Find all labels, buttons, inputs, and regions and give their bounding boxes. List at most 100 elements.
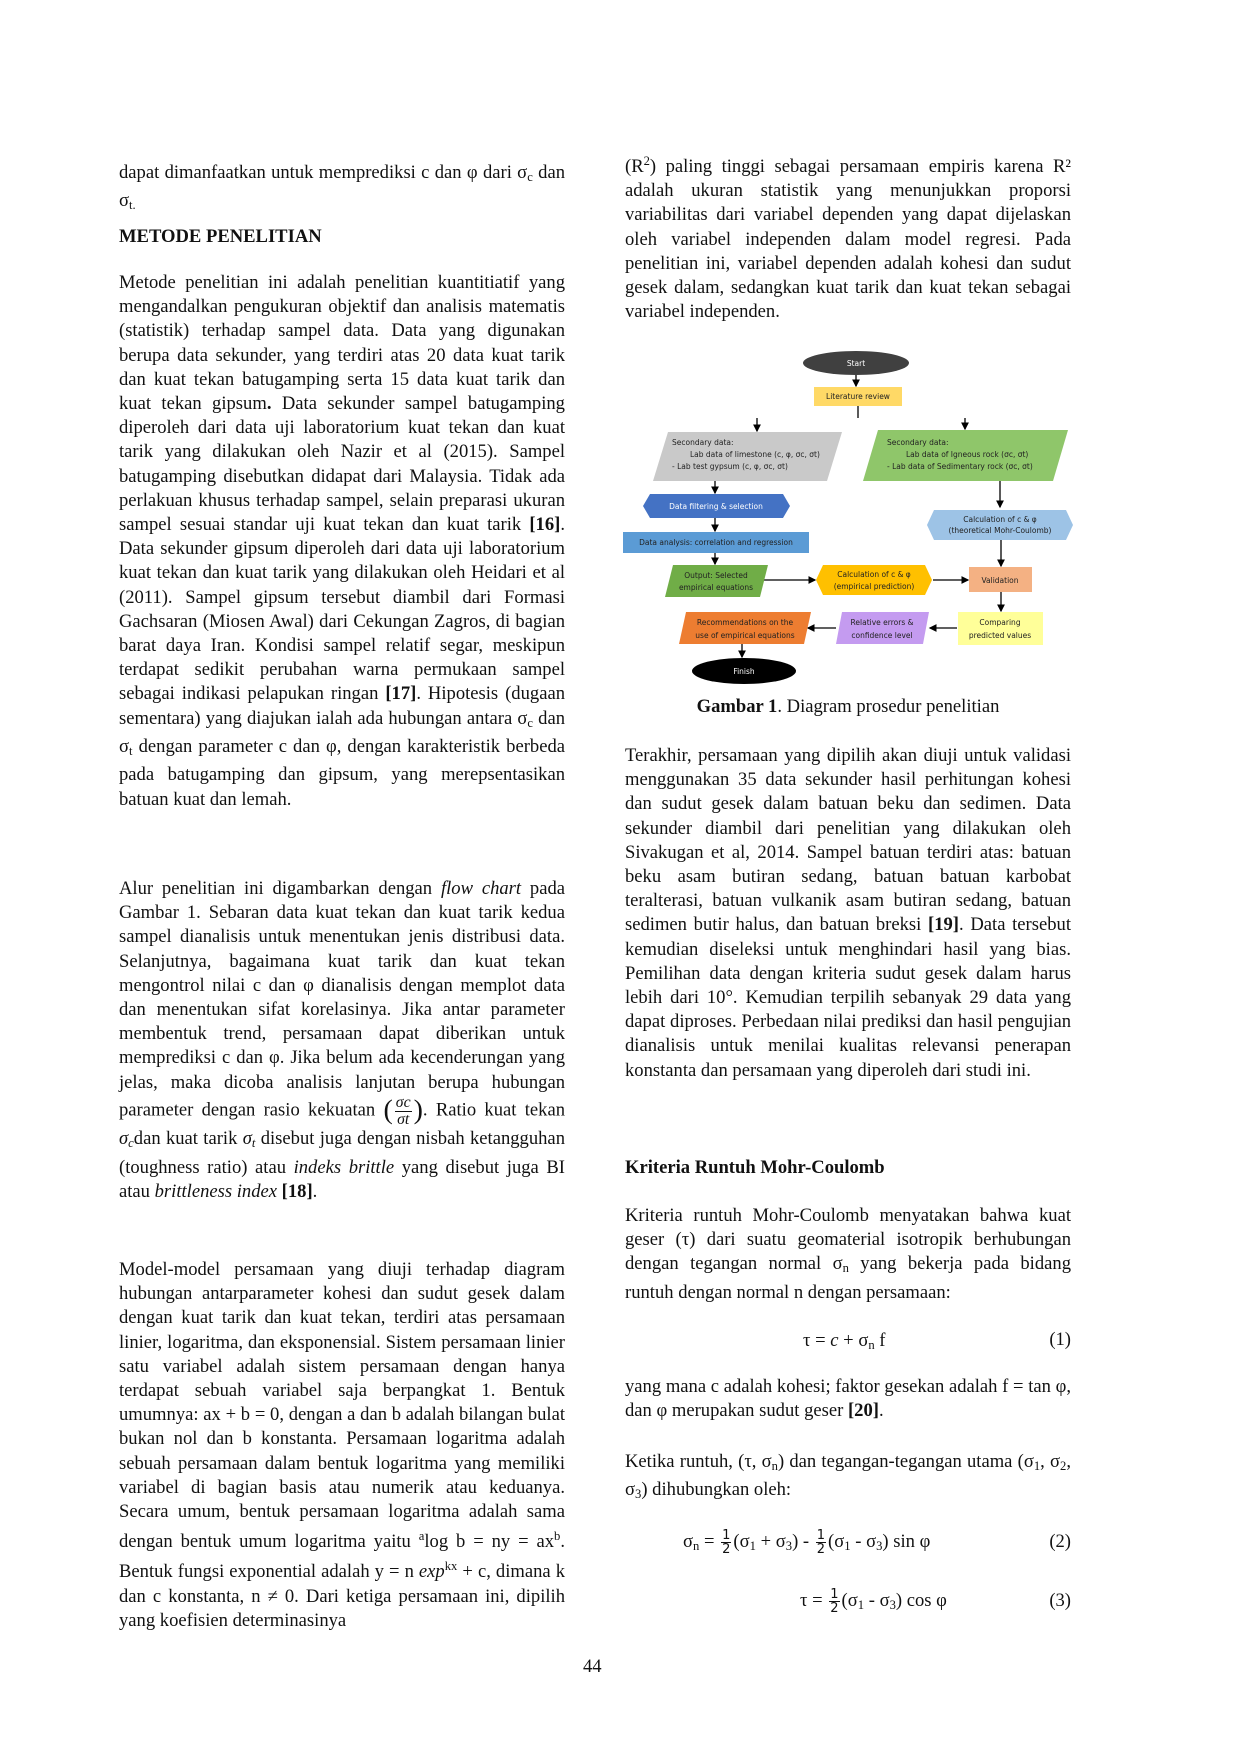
text-segment: b [554,1529,561,1544]
text-segment: flow chart [440,878,522,899]
text-segment: 1 [844,1538,851,1553]
text-segment: 3 [876,1538,883,1553]
output-equations-box [665,565,768,597]
calc-theoretical-box [927,510,1073,540]
text-segment: ) sin φ [882,1530,931,1552]
text-segment: dan σ [119,707,566,758]
text-segment: yang disebut juga BI atau [119,1156,565,1203]
sec-right-line-1: Secondary data: [887,438,949,447]
text-segment: . Diagram prosedur penelitian [777,696,1000,717]
text-segment: 2 [643,154,650,168]
fraction-denominator: 2 [816,1542,826,1558]
calc-empirical-line-1: Calculation of c & φ [837,570,911,579]
text-segment: + σ [755,1530,786,1552]
paragraph-metode: Metode penelitian ini adalah penelitian … [119,271,565,812]
paragraph-model: Model-model persamaan yang diuji terhada… [119,1258,565,1633]
fraction-numerator: σc [394,1093,412,1112]
paragraph-alur: Alur penelitian ini digambarkan dengan f… [119,877,565,1204]
text-segment: ) cos φ [895,1589,947,1611]
text-segment: exp [418,1561,445,1583]
text-segment: dan kuat tarik [133,1128,243,1150]
text-segment: Alur penelitian ini digambarkan dengan [119,878,441,899]
calc-empirical-line-2: (empirical prediction) [834,582,915,591]
text-segment: Metode penelitian ini adalah penelitian … [119,272,565,415]
text-segment: n [771,1459,778,1474]
text-segment: disebut juga dengan nisbah ketangguhan (… [119,1128,565,1178]
paragraph-kriteria: Kriteria runtuh Mohr-Coulomb menyatakan … [625,1204,1071,1305]
sec-right-line-3: - Lab data of Sedimentary rock (σc, σt) [887,462,1033,471]
sec-left-line-1: Secondary data: [672,438,734,447]
fraction-numerator: 1 [815,1528,827,1544]
text-segment: a [418,1529,425,1544]
calc-empirical-box [816,565,932,595]
paragraph-validasi: Terakhir, persamaan yang dipilih akan di… [625,744,1071,1083]
text-segment: σ [119,1128,129,1150]
text-segment: n [868,1338,875,1353]
comparing-line-1: Comparing [979,618,1020,627]
text-segment: , σ [625,1451,1071,1501]
bold-text: [20] [847,1400,879,1422]
text-segment: + c, dimana k dan c konstanta, n ≠ 0. Da… [119,1561,565,1631]
sec-right-line-2: Lab data of Igneous rock (σc, σt) [906,450,1028,459]
paragraph-intro: dapat dimanfaatkan untuk memprediksi c d… [119,161,565,218]
text-segment: σ [683,1530,694,1552]
text-segment: . Data tersebut kemudian diseleksi untuk… [625,914,1072,1081]
fraction-numerator: 1 [829,1587,840,1603]
output-line-1: Output: Selected [684,571,748,580]
equation-1-number: (1) [1049,1329,1071,1350]
text-segment: Kriteria runtuh Mohr-Coulomb menyatakan … [625,1205,1071,1275]
text-segment: c [527,715,534,730]
finish-terminal [692,658,796,684]
bold-text: [18] [281,1181,313,1203]
paragraph-r2: (R2) paling tinggi sebagai persamaan emp… [625,149,1071,324]
text-segment: n [842,1261,849,1276]
text-segment: τ = [800,1589,828,1611]
relative-errors-box [836,612,929,644]
text-segment: brittleness index [154,1181,278,1203]
comparing-box [958,612,1043,645]
section-heading-metode: METODE PENELITIAN [119,226,322,247]
data-analysis-label: Data analysis: correlation and regressio… [639,538,793,547]
text-segment: (σ [733,1530,750,1552]
text-segment: t [251,1136,256,1151]
text-segment: Model-model persamaan yang diuji terhada… [119,1259,565,1553]
flowchart-diagram: Start Literature review Secondary data: … [623,351,1073,684]
text-segment: dengan parameter c dan φ, dengan karakte… [119,736,565,810]
text-segment: . [312,1181,318,1203]
validation-label: Validation [981,576,1018,585]
text-segment: t. [129,198,136,213]
text-segment: Data sekunder sampel batugamping diperol… [119,393,565,536]
recommendations-box [679,612,811,644]
data-filtering-label: Data filtering & selection [669,502,763,511]
equation-3-number: (3) [1049,1590,1071,1611]
validation-box [969,567,1032,592]
paragraph-ketika-runtuh: Ketika runtuh, (τ, σn) dan tegangan-tega… [625,1450,1071,1507]
literature-review-box [814,387,902,406]
text-segment: kx [444,1559,458,1574]
text-segment: . Ratio kuat tekan [422,1099,566,1121]
secondary-data-limestone-box [653,432,842,481]
data-filtering-box [643,494,790,518]
text-segment: ) dihubungkan oleh: [641,1479,792,1501]
text-segment: (σ [841,1589,858,1611]
flowchart-arrows [711,375,1005,659]
page-number: 44 [583,1656,602,1677]
finish-label: Finish [733,667,755,676]
text-segment: Ketika runtuh, (τ, σ [625,1451,772,1472]
bold-text: Gambar 1 [696,696,778,717]
text-segment: n [693,1538,700,1553]
bold-text: [16] [529,514,561,536]
equation-2-number: (2) [1049,1531,1071,1552]
text-segment: σ [242,1128,252,1150]
fraction-numerator: 1 [721,1528,732,1544]
text-segment: ) paling tinggi sebagai persamaan empiri… [625,155,1071,323]
output-line-2: empirical equations [679,583,753,592]
text-segment: dan σ [119,162,565,212]
fraction-denominator: σt [397,1110,410,1128]
relative-line-1: Relative errors & [851,618,914,627]
